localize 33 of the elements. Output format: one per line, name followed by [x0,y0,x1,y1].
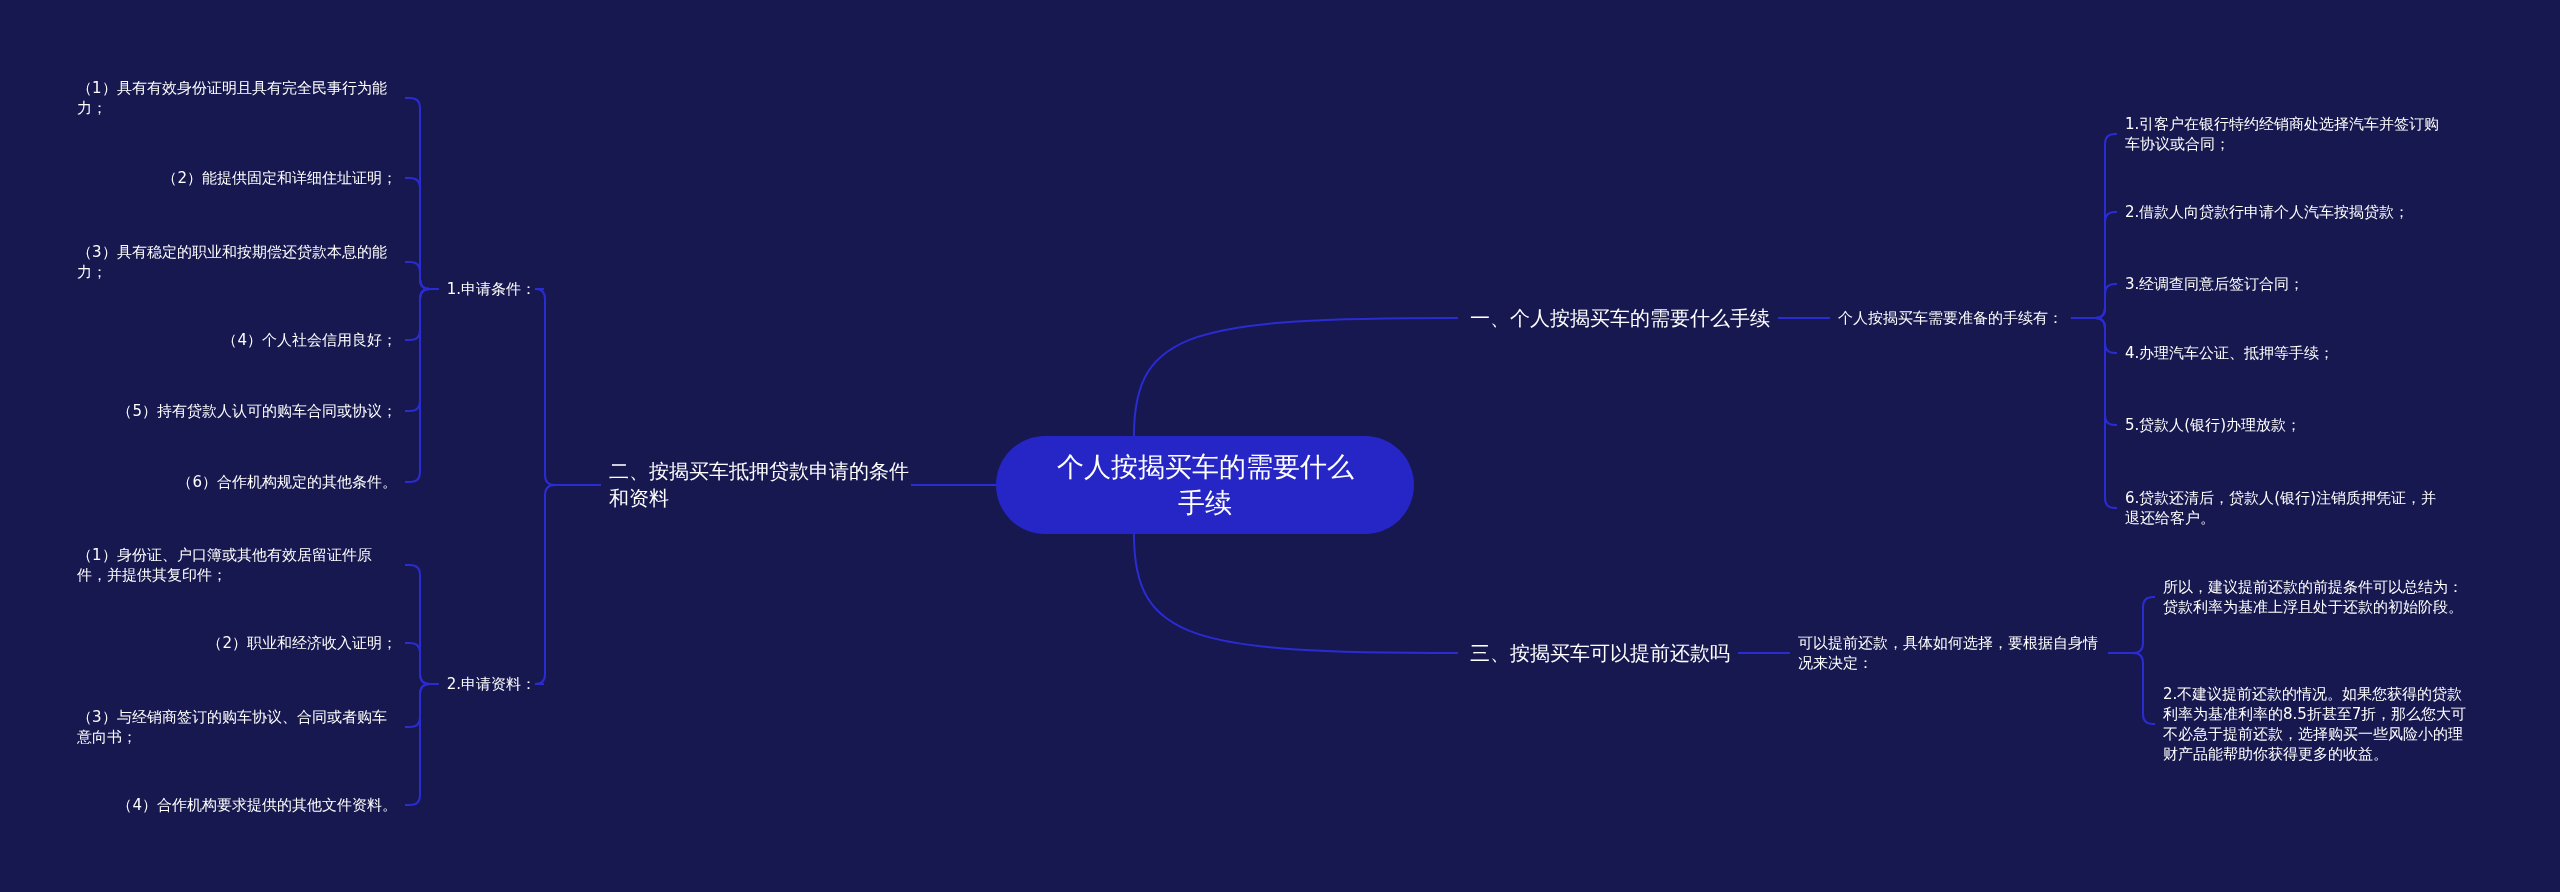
leaf-text: （5）持有贷款人认可的购车合同或协议； [117,400,397,422]
branch-topic: 三、按揭买车可以提前还款吗 [1470,639,1730,667]
leaf-text: 2.借款人向贷款行申请个人汽车按揭贷款； [2125,201,2410,223]
leaf-text: （1）身份证、户口簿或其他有效居留证件原件，并提供其复印件； [77,544,397,586]
central-topic: 个人按揭买车的需要什么手续 [996,436,1414,534]
leaf-text: （4）合作机构要求提供的其他文件资料。 [117,794,397,816]
leaf-text: （1）具有有效身份证明且具有完全民事行为能力； [77,77,397,119]
connector-line [2070,317,2118,509]
leaf-text: 5.贷款人(银行)办理放款； [2125,414,2301,436]
branch-topic: 二、按揭买车抵押贷款申请的条件和资料 [609,458,911,512]
leaf-text: （2）能提供固定和详细住址证明； [162,167,397,189]
leaf-text: 4.办理汽车公证、抵押等手续； [2125,342,2335,364]
leaf-text: （3）与经销商签订的购车协议、合同或者购车意向书； [77,706,397,748]
leaf-text: 6.贷款还清后，贷款人(银行)注销质押凭证，并退还给客户。 [2125,487,2443,529]
connector-line [2107,652,2156,725]
branch-topic: 一、个人按揭买车的需要什么手续 [1470,304,1770,332]
leaf-text: 3.经调查同意后签订合同； [2125,273,2305,295]
connector-line [1132,533,1459,654]
leaf-text: （3）具有稳定的职业和按期偿还贷款本息的能力； [77,241,397,283]
leaf-text: 1.引客户在银行特约经销商处选择汽车并签订购车协议或合同； [2125,113,2443,155]
subtopic-text: 个人按揭买车需要准备的手续有： [1838,307,2063,329]
leaf-text: 所以，建议提前还款的前提条件可以总结为：贷款利率为基准上浮且处于还款的初始阶段。 [2163,576,2465,618]
subtopic-text: 可以提前还款，具体如何选择，要根据自身情况来决定： [1798,632,2100,674]
subtopic-text: 2.申请资料： [446,673,536,695]
subtopic-text: 1.申请条件： [446,278,536,300]
connector-line [1777,317,1831,319]
connector-line [1132,317,1459,437]
leaf-text: 2.不建议提前还款的情况。如果您获得的贷款利率为基准利率的8.5折甚至7折，那么您大可不必急于提前还款，选择购买一些风险小的理财产品能帮助你获得更多的收益。 [2163,683,2475,765]
leaf-text: （6）合作机构规定的其他条件。 [177,471,397,493]
leaf-text: （2）职业和经济收入证明； [207,632,397,654]
connector-line [910,484,997,486]
leaf-text: （4）个人社会信用良好； [222,329,397,351]
connector-line [1737,652,1791,654]
